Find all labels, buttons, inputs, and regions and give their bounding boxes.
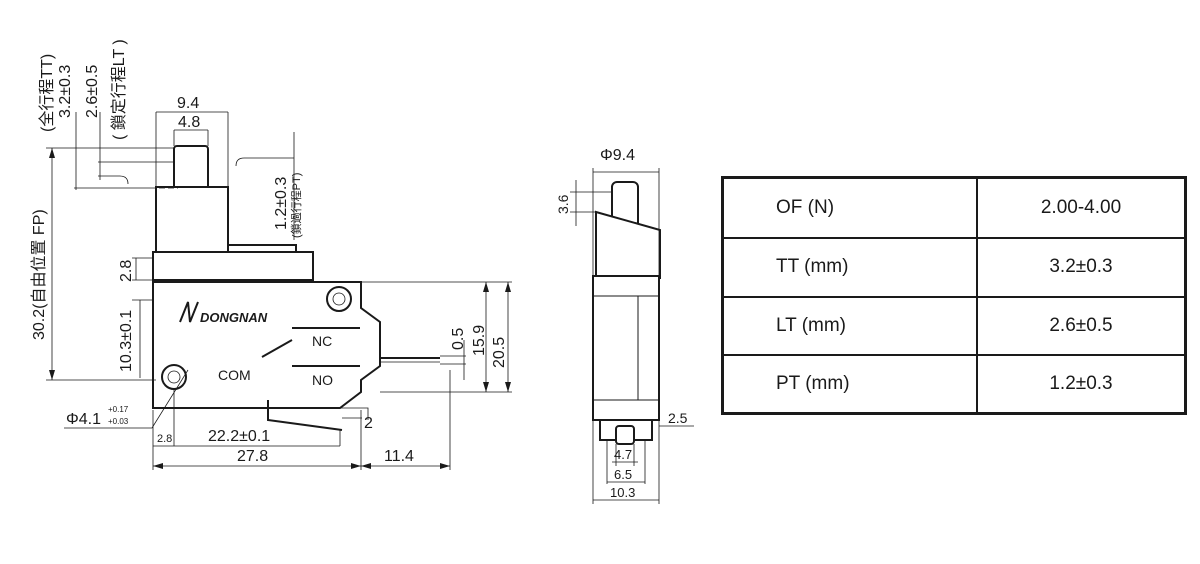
dim-2: 2: [364, 415, 373, 432]
side-dim-9-4: Φ9.4: [600, 147, 635, 164]
dim-pt: 1.2±0.3: [273, 177, 290, 230]
dim-tt-cn: (全行程TT): [38, 54, 56, 132]
value-cell: 3.2±0.3: [1049, 256, 1113, 278]
side-dim-2-5: 2.5: [668, 410, 688, 426]
bottom-terminal: [267, 400, 343, 431]
dim-pt-cn: (鎖過行程PT): [289, 173, 303, 238]
moving-contact: [261, 339, 293, 358]
dim-lt: 2.6±0.5: [84, 65, 101, 118]
param-cell: TT (mm): [724, 239, 978, 296]
side-view: Φ9.4 3.6 2.5 4.7 6.5 10.3: [555, 147, 694, 504]
dim-9-4: 9.4: [177, 95, 199, 112]
value-cell: 1.2±0.3: [1049, 372, 1113, 394]
value-cell: 2.6±0.5: [1049, 314, 1113, 336]
table-row: TT (mm) 3.2±0.3: [724, 237, 1184, 296]
dim-20-5: 20.5: [491, 337, 508, 368]
dim-fp: 30.2(自由位置 FP): [30, 209, 48, 340]
dim-4-8: 4.8: [178, 114, 200, 131]
side-dim-3-6: 3.6: [555, 194, 571, 214]
mounting-hole-top: [326, 286, 352, 312]
dim-22-2: 22.2±0.1: [208, 428, 270, 445]
dim-0-5: 0.5: [450, 328, 467, 350]
label-com: COM: [218, 367, 251, 383]
param-cell: OF (N): [724, 179, 978, 238]
side-dim-10-3: 10.3: [610, 485, 635, 500]
dim-11-4: 11.4: [384, 448, 414, 465]
table-row: PT (mm) 1.2±0.3: [724, 353, 1184, 412]
dim-10-3: 10.3±0.1: [118, 310, 135, 372]
table-row: OF (N) 2.00-4.00: [724, 179, 1184, 238]
dim-2-8-bottom: 2.8: [157, 433, 172, 445]
side-dim-6-5: 6.5: [614, 467, 632, 482]
dim-hole-tol-up: +0.17: [108, 405, 129, 414]
cap-step: [227, 244, 297, 253]
spec-table: OF (N) 2.00-4.00 TT (mm) 3.2±0.3 LT (mm)…: [721, 176, 1187, 415]
side-dim-4-7: 4.7: [614, 447, 632, 462]
switch-body: [152, 281, 381, 409]
table-row: LT (mm) 2.6±0.5: [724, 295, 1184, 354]
side-actuator: [595, 210, 661, 279]
switch-cap: [152, 251, 314, 281]
dim-27-8: 27.8: [237, 448, 268, 465]
dim-hole-tol-low: +0.03: [108, 417, 129, 426]
side-body: [592, 275, 660, 421]
dim-2-8-vert: 2.8: [118, 260, 135, 282]
value-cell: 2.00-4.00: [1040, 197, 1122, 219]
mounting-hole-top-inner: [332, 292, 346, 306]
param-cell: LT (mm): [724, 297, 978, 354]
plunger-housing: [155, 186, 229, 256]
brand-logo: [179, 301, 199, 323]
mounting-hole-bottom: [161, 364, 187, 390]
dim-lt-cn: ( 鎖定行程LT ): [110, 39, 128, 140]
param-cell: PT (mm): [724, 355, 978, 412]
mounting-hole-bottom-inner: [167, 370, 181, 384]
dim-hole: Φ4.1: [66, 411, 101, 428]
brand-name: DONGNAN: [200, 310, 268, 325]
label-nc: NC: [312, 333, 332, 349]
front-view: DONGNAN NC NO COM 9.4 4.8 (全行程TT) 3.2±0.…: [30, 39, 512, 470]
label-no: NO: [312, 372, 333, 388]
dim-15-9: 15.9: [471, 325, 488, 356]
dim-tt: 3.2±0.3: [57, 65, 74, 118]
